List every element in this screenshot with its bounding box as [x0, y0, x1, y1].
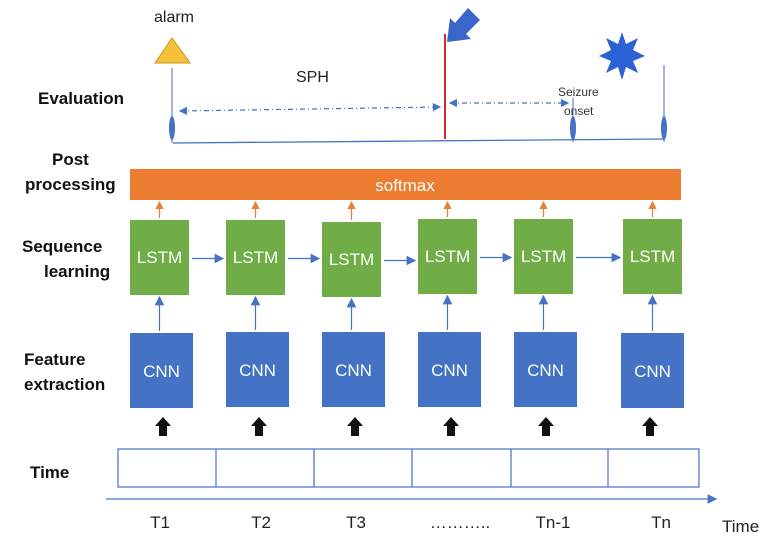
lstm-box [418, 219, 477, 294]
lstm-label: LSTM [425, 247, 470, 266]
input-up-arrow-icon [251, 417, 267, 436]
input-up-arrow-icon [347, 417, 363, 436]
input-up-arrow-icon [443, 417, 459, 436]
row-label-learning: learning [44, 262, 110, 281]
time-tick-label: Tn [651, 513, 671, 532]
alarm-tick [169, 116, 175, 140]
lstm-label: LSTM [329, 250, 374, 269]
time-tick-label: T1 [150, 513, 170, 532]
lstm-box [514, 219, 573, 294]
seizure-label: Seizure [558, 85, 599, 99]
end-tick [661, 116, 667, 140]
onset-label: onset [564, 104, 594, 118]
lstm-label: LSTM [521, 247, 566, 266]
alarm-label: alarm [154, 9, 194, 26]
time-tick-label: T3 [346, 513, 366, 532]
lstm-label: LSTM [630, 247, 675, 266]
cnn-label: CNN [239, 361, 276, 380]
cnn-box [621, 333, 684, 408]
time-tick-label: T2 [251, 513, 271, 532]
time-tick-label: ……….. [430, 513, 490, 532]
cnn-label: CNN [634, 362, 671, 381]
row-label-extraction: extraction [24, 375, 105, 394]
sph-label: SPH [296, 69, 329, 86]
cnn-box [514, 332, 577, 407]
lstm-box [130, 220, 189, 295]
input-up-arrow-icon [155, 417, 171, 436]
alarm-triangle-icon [154, 37, 191, 64]
input-up-arrow-icon [642, 417, 658, 436]
cnn-box [226, 332, 289, 407]
input-up-arrow-icon [538, 417, 554, 436]
cnn-label: CNN [431, 361, 468, 380]
seizure-star-icon [599, 32, 645, 80]
row-label-evaluation: Evaluation [38, 89, 124, 108]
cnn-box [418, 332, 481, 407]
row-label-post: Post [52, 150, 89, 169]
lstm-label: LSTM [137, 248, 182, 267]
cnn-box [322, 332, 385, 407]
lstm-box [226, 220, 285, 295]
softmax-bar [130, 169, 681, 200]
row-label-feature: Feature [24, 350, 85, 369]
cnn-label: CNN [143, 362, 180, 381]
lstm-label: LSTM [233, 248, 278, 267]
time-strip [117, 448, 700, 488]
lstm-box [322, 222, 381, 297]
row-label-sequence: Sequence [22, 237, 102, 256]
time-axis-label: Time [722, 517, 759, 536]
row-label-time: Time [30, 463, 69, 482]
time-tick-label: Tn-1 [536, 513, 571, 532]
pointer-arrow-icon [447, 8, 480, 42]
onset-tick [570, 116, 576, 140]
cnn-label: CNN [527, 361, 564, 380]
cnn-label: CNN [335, 361, 372, 380]
softmax-label: softmax [375, 176, 435, 195]
cnn-box [130, 333, 193, 408]
evaluation-timeline [172, 138, 665, 144]
row-label-processing: processing [25, 175, 116, 194]
sph-arrow [178, 102, 442, 116]
lstm-box [623, 219, 682, 294]
